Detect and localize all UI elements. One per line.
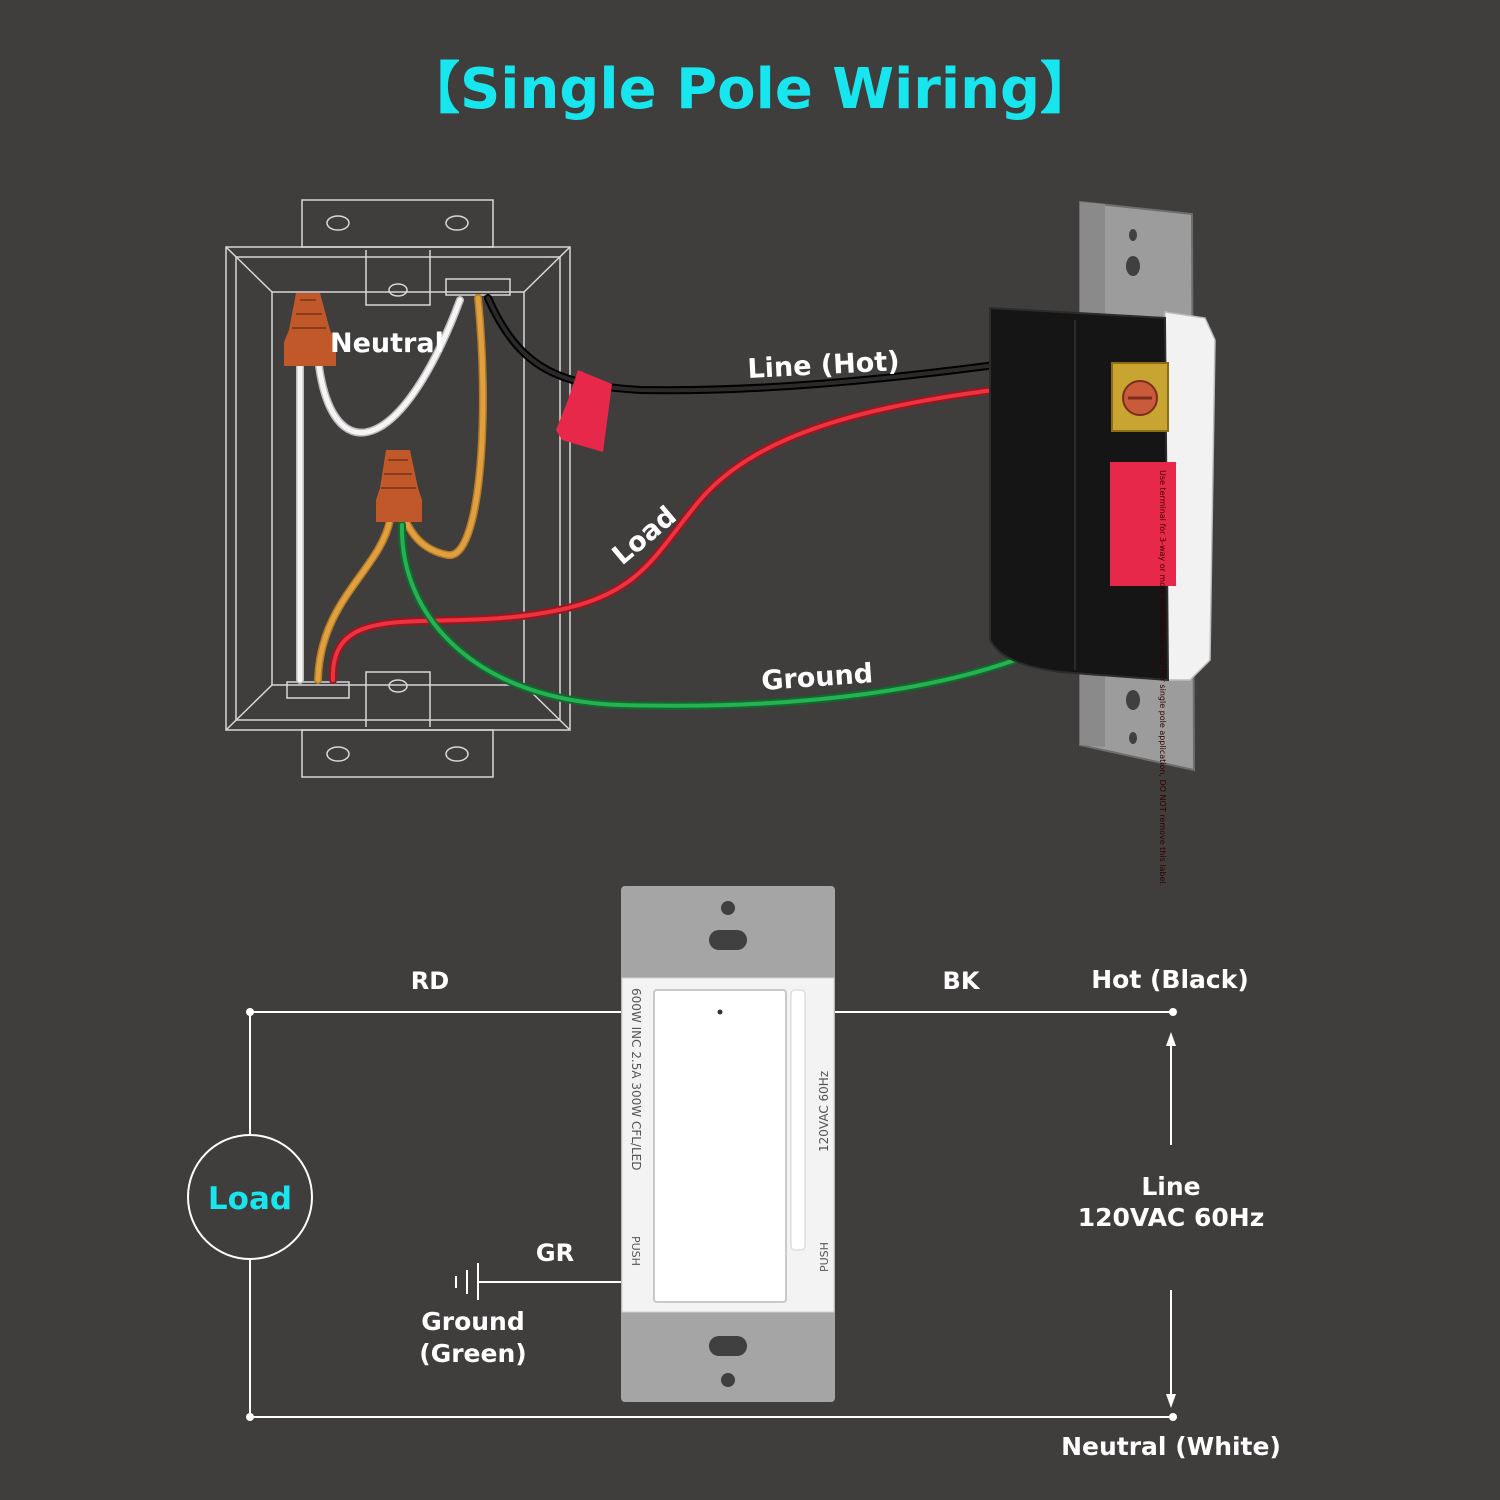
page-title: 【Single Pole Wiring】 bbox=[404, 57, 1096, 122]
top-wires bbox=[296, 294, 1069, 710]
wire-nut-top bbox=[284, 293, 336, 366]
red-tape bbox=[556, 370, 612, 452]
switch-side-view: Use terminal for 3-way or more applicati… bbox=[989, 200, 1216, 886]
ground-label-bottom: Ground bbox=[421, 1307, 525, 1336]
line-label: Line bbox=[1141, 1172, 1200, 1201]
push-right-text: PUSH bbox=[818, 1242, 831, 1272]
neutral-label: Neutral bbox=[330, 328, 444, 359]
schematic-dots bbox=[246, 1008, 1177, 1421]
gr-label: GR bbox=[536, 1239, 574, 1267]
load-circle bbox=[187, 1134, 313, 1260]
arrow-down-icon bbox=[1166, 1394, 1176, 1408]
load-label-bottom: Load bbox=[208, 1181, 292, 1217]
neutral-white-label: Neutral (White) bbox=[1061, 1432, 1281, 1461]
rating-left-text: 600W INC 2.5A 300W CFL/LED bbox=[629, 988, 643, 1171]
rating-right-text: 120VAC 60Hz bbox=[817, 1071, 831, 1152]
arrow-up-icon bbox=[1166, 1032, 1176, 1046]
hot-black-label: Hot (Black) bbox=[1091, 965, 1249, 994]
ground-green-label: (Green) bbox=[419, 1339, 526, 1368]
bk-label: BK bbox=[943, 967, 981, 995]
switch-front-view bbox=[621, 886, 835, 1402]
push-left-text: PUSH bbox=[629, 1236, 642, 1266]
line-voltage-label: 120VAC 60Hz bbox=[1078, 1203, 1265, 1232]
wire-nut-bottom bbox=[376, 450, 422, 522]
schematic-lines bbox=[249, 1011, 1173, 1418]
switch-warning-label: Use terminal for 3-way or more applicati… bbox=[1158, 470, 1167, 886]
neutral-wire-loop bbox=[314, 296, 464, 437]
rd-label: RD bbox=[411, 967, 449, 995]
